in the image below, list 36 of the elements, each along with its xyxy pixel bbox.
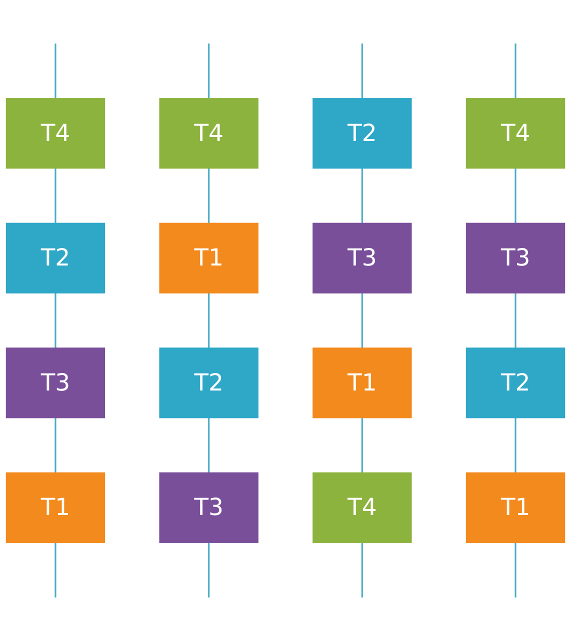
node-box: T4 <box>6 98 106 169</box>
connector <box>208 168 210 224</box>
connector <box>54 168 56 224</box>
node-box: T2 <box>312 98 412 169</box>
node-box: T4 <box>312 472 412 543</box>
node-box: T4 <box>159 98 258 169</box>
connector <box>361 418 363 473</box>
connector <box>54 542 56 598</box>
connector <box>361 542 363 598</box>
connector <box>361 293 363 348</box>
node-box: T4 <box>466 98 566 169</box>
node-box: T2 <box>6 222 106 294</box>
connector <box>361 44 363 98</box>
node-box: T3 <box>159 472 258 543</box>
connector <box>514 542 516 598</box>
node-box: T1 <box>6 472 106 543</box>
connector <box>514 418 516 473</box>
node-box: T1 <box>159 222 258 294</box>
node-box: T1 <box>312 348 412 418</box>
connector <box>208 293 210 348</box>
connector <box>208 44 210 98</box>
node-box: T3 <box>312 222 412 294</box>
connector <box>514 168 516 224</box>
node-box: T2 <box>466 348 566 418</box>
connector <box>208 542 210 598</box>
connector <box>514 44 516 98</box>
node-box: T3 <box>466 222 566 294</box>
connector <box>361 168 363 224</box>
connector <box>54 44 56 98</box>
node-box: T2 <box>159 348 258 418</box>
connector <box>208 418 210 473</box>
node-box: T1 <box>466 472 566 543</box>
node-box: T3 <box>6 348 106 418</box>
connector <box>54 293 56 348</box>
connector <box>54 418 56 473</box>
connector <box>514 293 516 348</box>
